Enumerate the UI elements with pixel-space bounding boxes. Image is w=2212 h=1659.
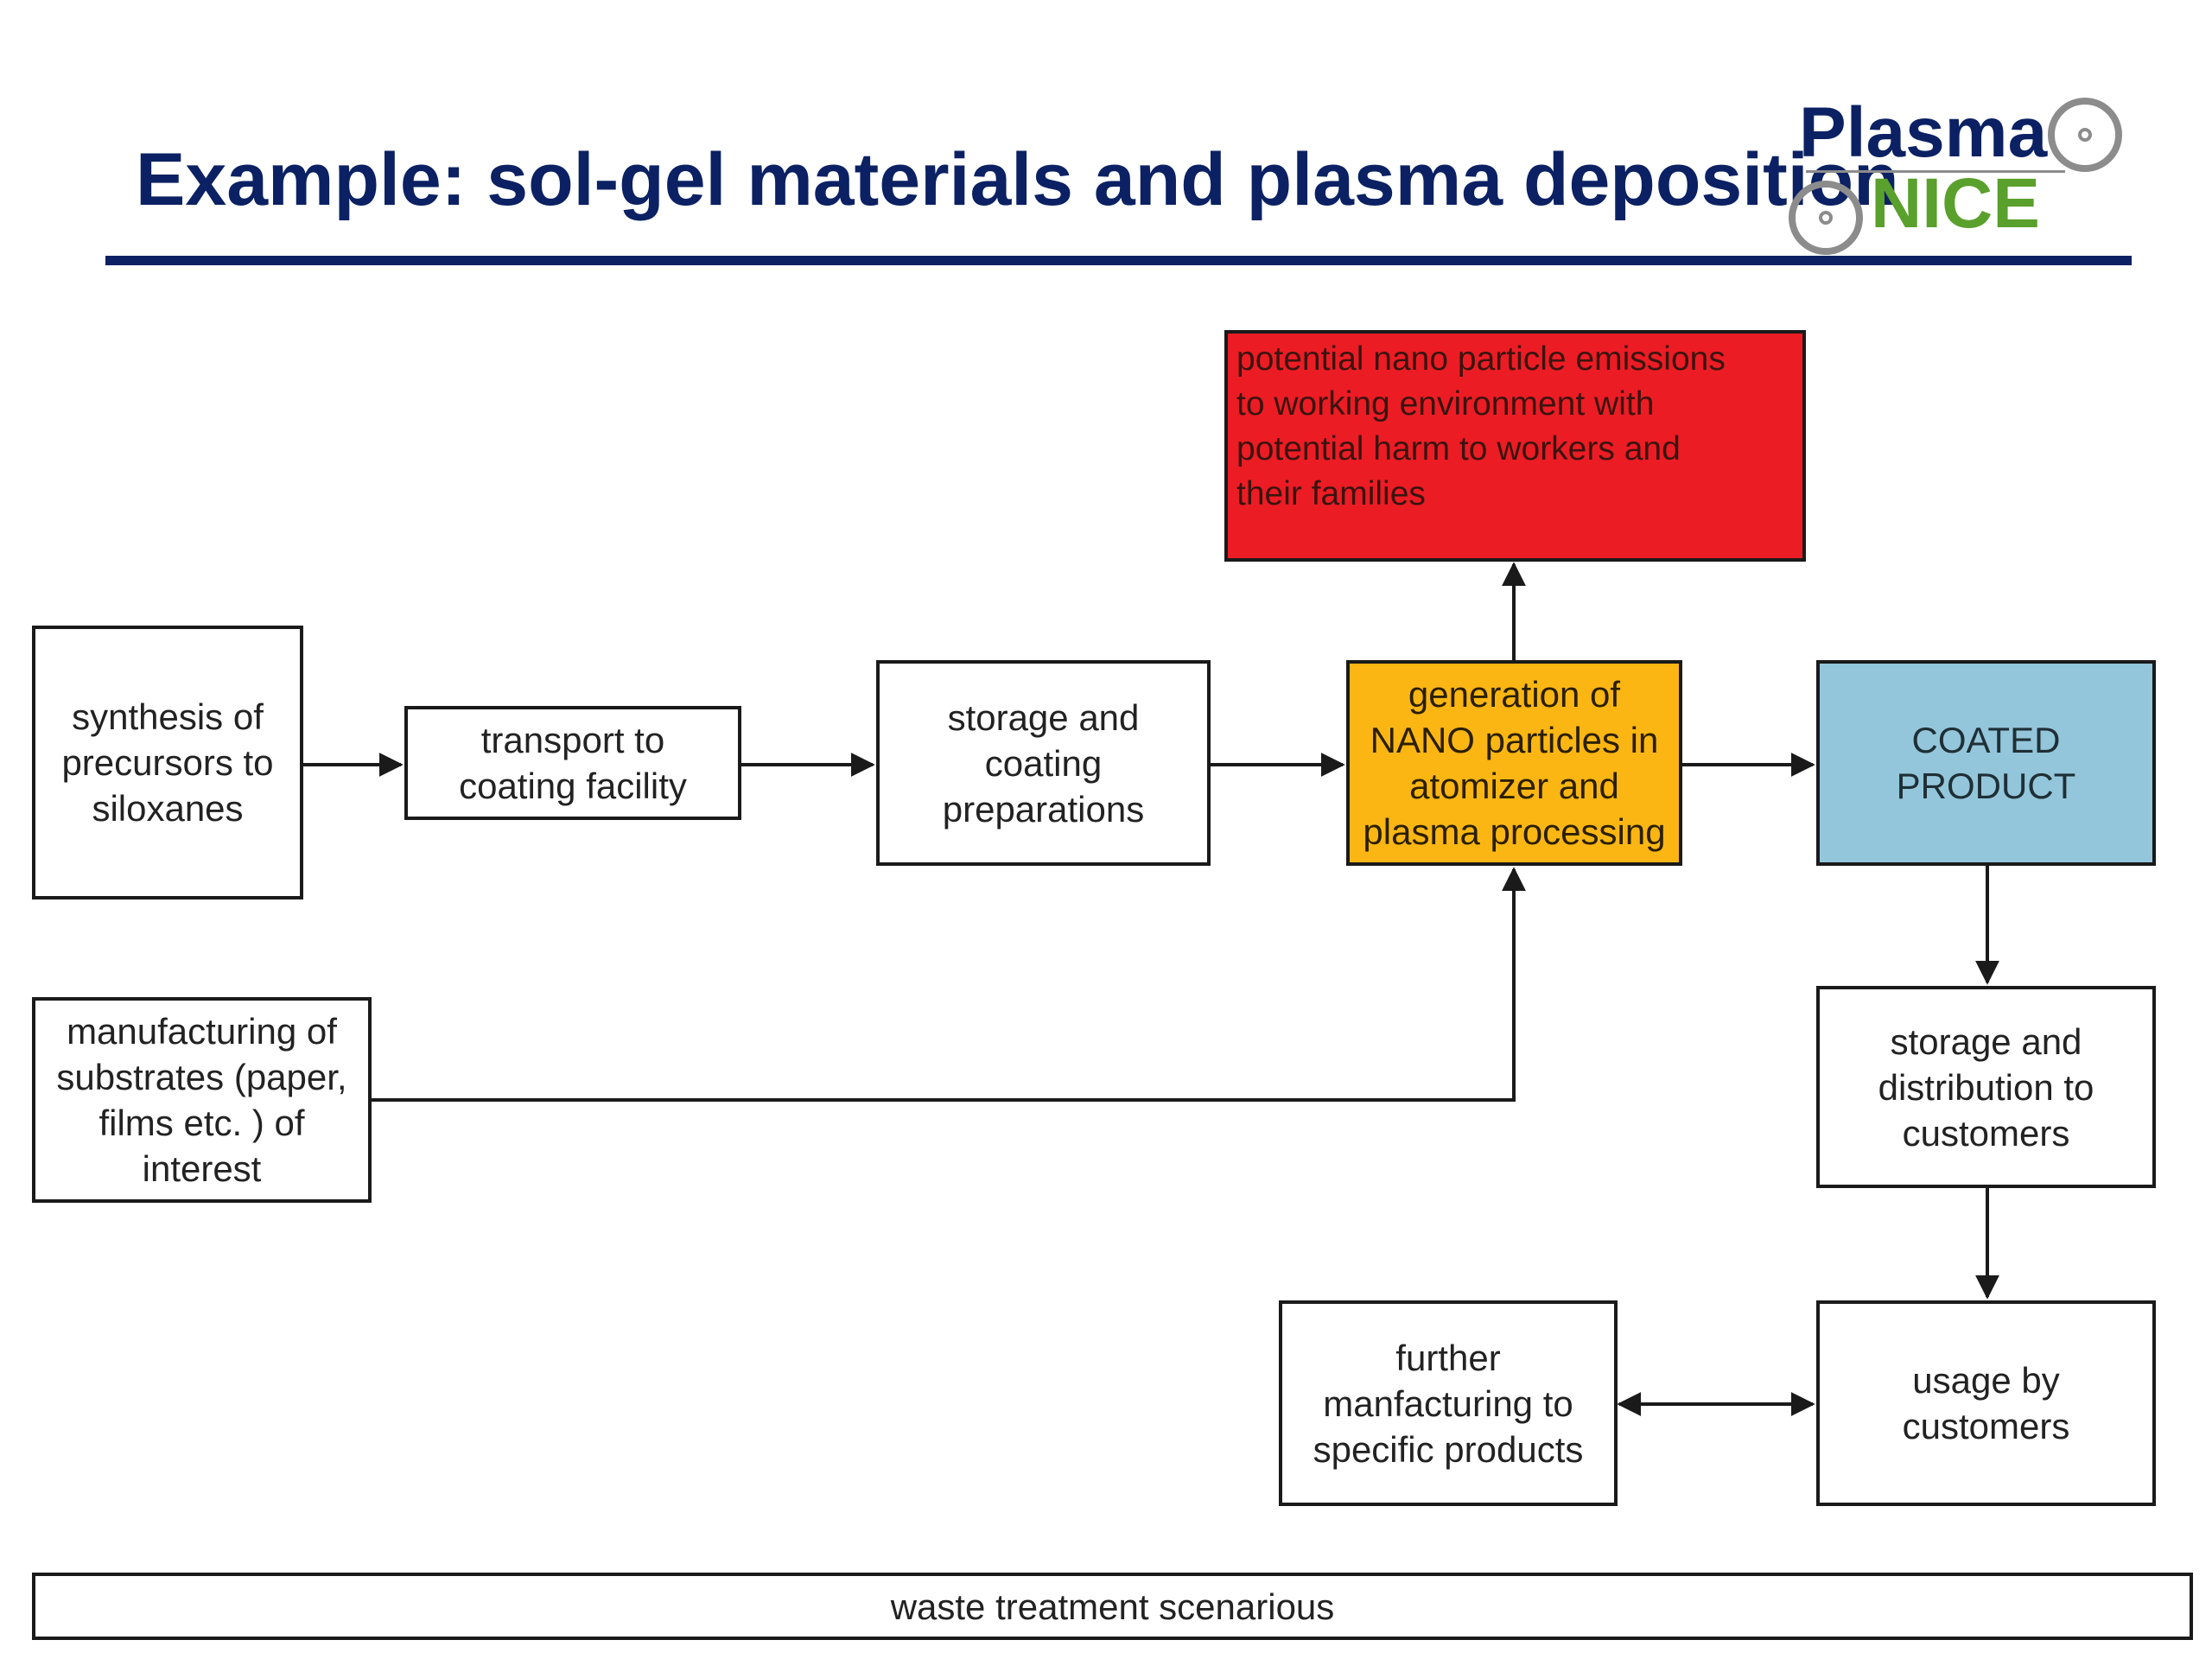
transport-box: transport to coating facility	[404, 706, 741, 820]
waste-treatment-box: waste treatment scenarious	[32, 1573, 2193, 1640]
slide-title: Example: sol-gel materials and plasma de…	[136, 138, 1899, 221]
arrow-manufacturing-to-generation	[372, 867, 1526, 1102]
logo-plasma-text: Plasma	[1799, 93, 2048, 172]
storage-coating-box: storage and coating preparations	[876, 660, 1211, 866]
usage-box: usage by customers	[1816, 1300, 2156, 1506]
manufacturing-box: manufacturing of substrates (paper, film…	[32, 997, 372, 1203]
logo-nice-text: NICE	[1871, 164, 2040, 243]
distribution-box: storage and distribution to customers	[1816, 986, 2156, 1188]
logo-ring-icon	[2048, 98, 2122, 172]
emissions-warning-box: potential nano particle emissions to wor…	[1224, 330, 1806, 562]
title-rule	[105, 256, 2132, 265]
logo-divider	[1806, 170, 2065, 173]
nano-generation-box: generation of NANO particles in atomizer…	[1346, 660, 1682, 866]
further-manufacturing-box: further manfacturing to specific product…	[1279, 1300, 1618, 1506]
coated-product-box: COATED PRODUCT	[1816, 660, 2156, 866]
logo-ring-icon	[1789, 181, 1863, 255]
synthesis-box: synthesis of precursors to siloxanes	[32, 626, 303, 899]
plasma-nice-logo: Plasma NICE	[1789, 91, 2134, 264]
